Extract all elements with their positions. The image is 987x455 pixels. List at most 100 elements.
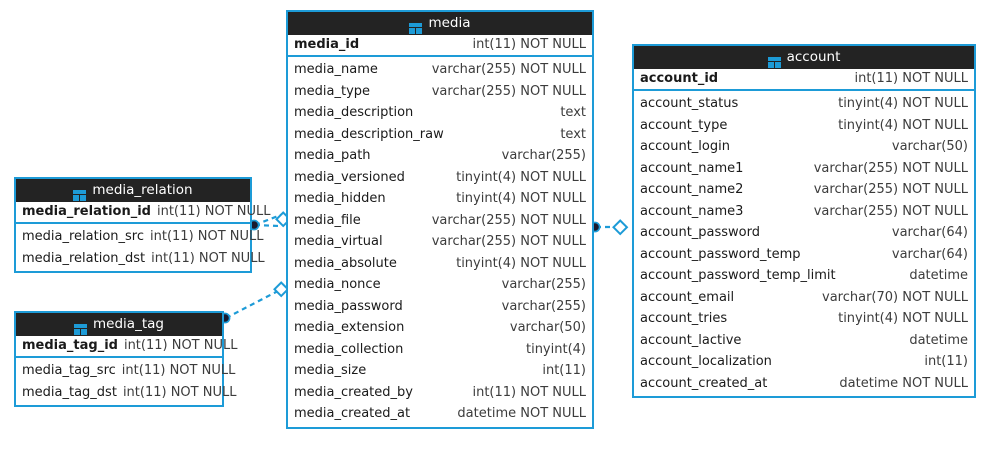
field-row: account_email varchar(70) NOT NULL [634, 287, 974, 309]
entity-media_tag[interactable]: media_tag media_tag_id int(11) NOT NULL … [14, 311, 237, 407]
field-row: account_name1 varchar(255) NOT NULL [634, 158, 974, 180]
pk-column-name: account_id [640, 71, 719, 86]
column-type: varchar(64) [891, 225, 968, 241]
column-type: tinyint(4) [525, 341, 586, 357]
column-name: account_status [640, 96, 739, 112]
pk-column-name: media_relation_id [22, 204, 151, 219]
column-name: account_name2 [640, 182, 744, 198]
column-type: tinyint(4) NOT NULL [456, 191, 586, 207]
column-type: varchar(255) NOT NULL [813, 203, 968, 219]
column-type: datetime [909, 268, 968, 284]
column-type: varchar(255) NOT NULL [431, 62, 586, 78]
column-type: varchar(64) [891, 246, 968, 262]
primary-key-row: media_tag_id int(11) NOT NULL [16, 336, 237, 358]
column-name: media_size [294, 363, 367, 379]
column-name: media_name [294, 62, 378, 78]
column-name: media_relation_dst [22, 250, 146, 266]
field-row: account_created_at datetime NOT NULL [634, 373, 974, 395]
column-name: account_name3 [640, 203, 744, 219]
column-name: media_tag_src [22, 363, 116, 379]
column-type: varchar(255) NOT NULL [431, 234, 586, 250]
entity-media[interactable]: media media_id int(11) NOT NULL media_na… [286, 10, 594, 429]
column-name: account_type [640, 117, 728, 133]
column-type: datetime NOT NULL [839, 375, 968, 391]
column-name: media_hidden [294, 191, 386, 207]
column-name: media_versioned [294, 169, 405, 185]
column-name: media_path [294, 148, 371, 164]
column-name: media_extension [294, 320, 405, 336]
entity-title: media_relation [92, 182, 193, 198]
column-name: account_tries [640, 311, 728, 327]
entity-header-media: media [288, 12, 592, 35]
field-row: account_name3 varchar(255) NOT NULL [634, 201, 974, 223]
entity-media_relation[interactable]: media_relation media_relation_id int(11)… [14, 177, 271, 273]
pk-column-type: int(11) NOT NULL [472, 37, 586, 52]
column-type: varchar(255) [501, 298, 586, 314]
field-row: media_virtual varchar(255) NOT NULL [288, 231, 592, 253]
pk-column-type: int(11) NOT NULL [123, 338, 238, 353]
field-row: media_created_by int(11) NOT NULL [288, 382, 592, 404]
pk-column-name: media_id [294, 37, 360, 52]
column-type: datetime NOT NULL [457, 406, 586, 422]
table-icon [767, 53, 781, 68]
column-name: account_name1 [640, 160, 744, 176]
column-name: media_created_by [294, 384, 413, 400]
column-type: varchar(255) NOT NULL [431, 212, 586, 228]
entity-header-account: account [634, 46, 974, 69]
column-type: tinyint(4) NOT NULL [838, 117, 968, 133]
entity-header-media_relation: media_relation [16, 179, 250, 202]
field-row: media_relation_dst int(11) NOT NULL [16, 248, 265, 270]
column-type: varchar(255) [501, 148, 586, 164]
column-type: text [560, 126, 586, 142]
connector-media-account [589, 219, 629, 236]
field-row: media_path varchar(255) [288, 145, 592, 167]
entity-account[interactable]: account account_id int(11) NOT NULL acco… [632, 44, 976, 398]
primary-key-row: account_id int(11) NOT NULL [634, 69, 974, 91]
column-name: media_file [294, 212, 361, 228]
primary-key-row: media_relation_id int(11) NOT NULL [16, 202, 271, 224]
column-type: text [560, 105, 586, 121]
column-name: account_created_at [640, 375, 768, 391]
column-type: int(11) NOT NULL [472, 384, 586, 400]
column-name: media_tag_dst [22, 384, 117, 400]
pk-column-name: media_tag_id [22, 338, 118, 353]
column-type: int(11) NOT NULL [151, 250, 265, 266]
column-type: datetime [909, 332, 968, 348]
entity-title: media [428, 15, 471, 31]
field-list: media_name varchar(255) NOT NULL media_ty… [288, 57, 592, 427]
column-type: varchar(70) NOT NULL [822, 289, 968, 305]
column-name: media_collection [294, 341, 404, 357]
pk-column-type: int(11) NOT NULL [854, 71, 968, 86]
column-type: varchar(255) NOT NULL [813, 182, 968, 198]
column-type: varchar(255) NOT NULL [813, 160, 968, 176]
column-name: media_description [294, 105, 414, 121]
field-list: media_relation_src int(11) NOT NULL media… [16, 224, 265, 271]
column-name: media_virtual [294, 234, 383, 250]
column-name: account_email [640, 289, 735, 305]
entity-title: media_tag [93, 316, 164, 332]
connector-media_tag-media [219, 281, 290, 324]
field-row: media_name varchar(255) NOT NULL [288, 59, 592, 81]
entity-title: account [786, 49, 841, 65]
column-type: varchar(255) [501, 277, 586, 293]
field-row: media_tag_src int(11) NOT NULL [16, 360, 235, 382]
field-row: media_file varchar(255) NOT NULL [288, 210, 592, 232]
field-list: media_tag_src int(11) NOT NULL media_tag_… [16, 358, 236, 405]
primary-key-row: media_id int(11) NOT NULL [288, 35, 592, 57]
table-icon [409, 19, 423, 34]
marker-open-diamond [612, 219, 629, 236]
field-row: media_hidden tinyint(4) NOT NULL [288, 188, 592, 210]
column-type: int(11) NOT NULL [121, 363, 236, 379]
column-name: account_login [640, 139, 730, 155]
column-name: media_relation_src [22, 229, 145, 245]
table-icon [73, 186, 87, 201]
